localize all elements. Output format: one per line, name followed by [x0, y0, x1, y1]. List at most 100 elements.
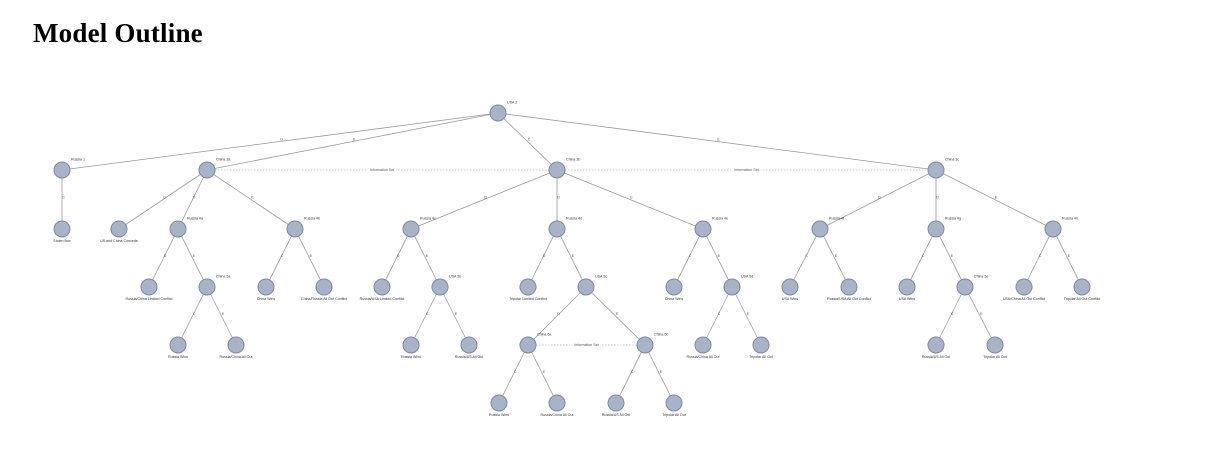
edge-label: C [281, 254, 284, 258]
node-label-china3b: China 3b [566, 158, 580, 162]
node-russia1[interactable] [53, 161, 71, 179]
edge-russia4c-rulimited [381, 228, 412, 288]
node-china5e[interactable] [956, 278, 974, 296]
node-tripolarall3[interactable] [986, 336, 1004, 354]
node-russia4a[interactable] [169, 220, 187, 238]
node-rcallout3[interactable] [694, 336, 712, 354]
node-tripolarall2[interactable] [752, 336, 770, 354]
edge-china3b-russia4e [556, 169, 704, 230]
node-rcallout2[interactable] [548, 394, 566, 412]
node-russia4d[interactable] [548, 220, 566, 238]
edge-label: C [62, 195, 65, 199]
edge-label: D [543, 254, 546, 258]
node-china3c[interactable] [927, 161, 945, 179]
edge-label: E [426, 254, 429, 258]
node-rulimited[interactable] [373, 278, 391, 296]
node-rclimited1[interactable] [140, 278, 158, 296]
node-usa5b[interactable] [431, 278, 449, 296]
edge-china5e-rusallout3 [935, 286, 966, 346]
node-tripolarallc[interactable] [1073, 278, 1091, 296]
edge-label: D [557, 195, 560, 199]
node-ruallout[interactable] [460, 336, 478, 354]
edge-label: C [528, 137, 531, 141]
edge-label: D [353, 137, 356, 141]
node-usawins2[interactable] [898, 278, 916, 296]
edge-label: E [995, 195, 998, 199]
node-china6b[interactable] [636, 336, 654, 354]
edge-china3a-usconcede [118, 169, 208, 230]
node-label-china6b: China 6b [654, 333, 668, 337]
node-label-chinawins1: China Wins [257, 297, 276, 301]
node-usa2[interactable] [489, 104, 507, 122]
node-russiawins2[interactable] [402, 336, 420, 354]
node-china5a[interactable] [198, 278, 216, 296]
node-crallout1[interactable] [315, 278, 333, 296]
node-russia4b[interactable] [286, 220, 304, 238]
node-label-russia4b: Russia 4b [304, 217, 320, 221]
edge-label: E [835, 254, 838, 258]
node-label-rulimited: Russia/USA Limited Conflict [360, 297, 405, 301]
edge-label: C [689, 254, 692, 258]
edge-china5a-russiawins1 [177, 286, 208, 346]
node-usachinaall[interactable] [1015, 278, 1033, 296]
node-chinawins2[interactable] [665, 278, 683, 296]
edge-usa2-china3c [497, 112, 937, 171]
node-usa5c[interactable] [577, 278, 595, 296]
edge-label: C [951, 312, 954, 316]
edge-china6a-rcallout2 [527, 344, 558, 404]
node-label-rusaallout: Russia/USA All Out Conflict [827, 297, 871, 301]
node-rusaallout[interactable] [840, 278, 858, 296]
node-russia4c[interactable] [402, 220, 420, 238]
node-russia4h[interactable] [1044, 220, 1062, 238]
node-russia4f[interactable] [811, 220, 829, 238]
node-label-tripolarall2: Tripolar All Out [749, 355, 773, 359]
edge-label: C [193, 312, 196, 316]
node-label-tripolarallc: Tripolar All Out Conflict [1064, 297, 1101, 301]
edge-label: E [222, 312, 225, 316]
edge-usa5c-china6b [585, 286, 646, 346]
edge-russia4a-rclimited1 [148, 228, 179, 288]
node-tripolarall1[interactable] [665, 394, 683, 412]
node-china6a[interactable] [519, 336, 537, 354]
node-rusallout2[interactable] [607, 394, 625, 412]
node-label-crallout1: China/Russia All Out Conflict [301, 297, 347, 301]
node-label-russia4d: Russia 4d [566, 217, 582, 221]
edge-russia4e-usa5d [702, 228, 733, 288]
node-china3a[interactable] [198, 161, 216, 179]
node-label-russiawins2: Russia Wins [401, 355, 421, 359]
node-russiawins1[interactable] [169, 336, 187, 354]
node-tripolarlim[interactable] [519, 278, 537, 296]
edge-label: E [572, 254, 575, 258]
edge-russia4g-usawins2 [906, 228, 937, 288]
edge-china5e-tripolarall3 [964, 286, 996, 346]
node-label-china6a: China 6a [537, 333, 551, 337]
node-rcallout1[interactable] [227, 336, 245, 354]
node-russiawins3[interactable] [490, 394, 508, 412]
edge-label: E [718, 254, 721, 258]
node-russia4e[interactable] [694, 220, 712, 238]
edge-russia4a-china5a [177, 228, 208, 288]
node-label-rusallout2: Russia/US All Out [602, 413, 631, 417]
node-usa5d[interactable] [723, 278, 741, 296]
node-label-tripolarall1: Tripolar All Out [662, 413, 686, 417]
edge-label: C [805, 254, 808, 258]
node-russia4g[interactable] [927, 220, 945, 238]
node-label-russiawins1: Russia Wins [168, 355, 188, 359]
information-set-label: Information Set [734, 168, 758, 172]
edge-russia4e-chinawins2 [673, 228, 704, 288]
node-label-china5a: China 5a [216, 275, 230, 279]
node-usawins1[interactable] [781, 278, 799, 296]
node-label-tripolarlim: Tripolar Limited Conflict [509, 297, 547, 301]
node-usconcede[interactable] [110, 220, 128, 238]
edge-russia4h-tripolarallc [1052, 228, 1083, 288]
node-china3b[interactable] [548, 161, 566, 179]
edge-china6b-rusallout2 [615, 344, 646, 404]
edge-russia4f-usawins1 [789, 228, 821, 288]
edge-label: D [878, 195, 881, 199]
node-stolenbox[interactable] [53, 220, 71, 238]
edge-russia4b-chinawins1 [265, 228, 296, 288]
node-chinawins1[interactable] [257, 278, 275, 296]
node-rusallout3[interactable] [927, 336, 945, 354]
node-label-usachinaall: USA/China All Out Conflict [1003, 297, 1045, 301]
node-label-tripolarall3: Tripolar All Out [983, 355, 1007, 359]
